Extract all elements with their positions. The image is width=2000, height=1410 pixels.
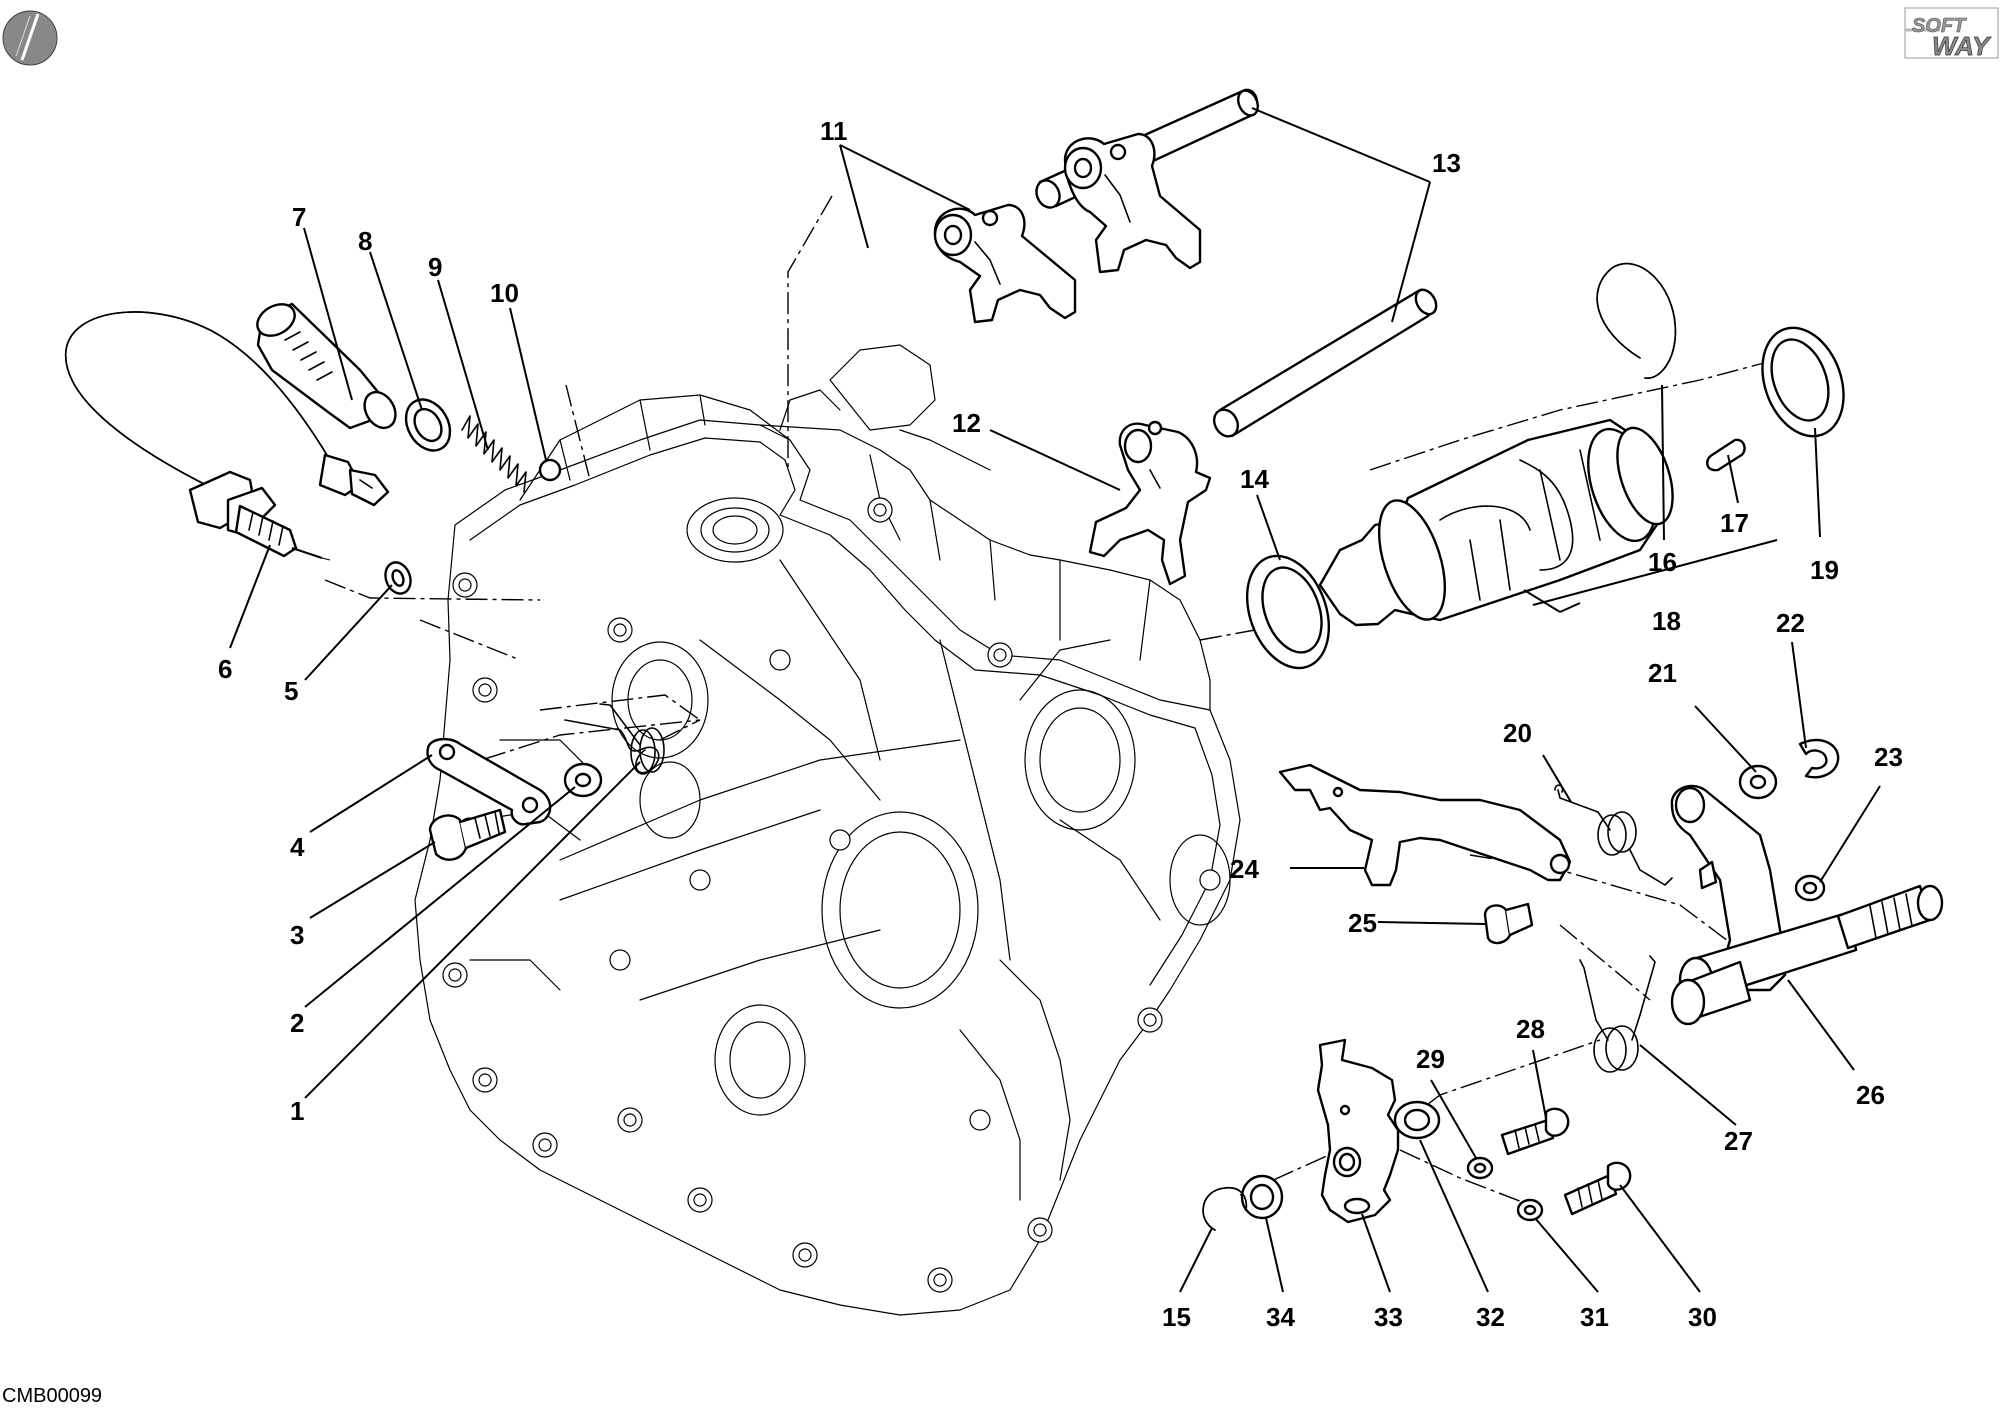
drawing-code: CMB00099 (2, 1385, 102, 1407)
logo-line2: WAY (1932, 31, 1992, 61)
locating-pin (1706, 438, 1746, 472)
selector-drum (1318, 418, 1674, 627)
callout-19: 19 (1810, 555, 1839, 585)
neutral-switch-body (256, 302, 397, 430)
detent-spring (461, 415, 527, 493)
callout-13: 13 (1432, 148, 1461, 178)
callout-25: 25 (1348, 908, 1377, 938)
callout-21: 21 (1648, 658, 1677, 688)
logo-line1: SOFT (1912, 15, 1967, 37)
shift-pawl-arm (1278, 763, 1572, 887)
plate-bolt-lower (1563, 1161, 1632, 1216)
callout-20: 20 (1503, 718, 1532, 748)
fork-shaft-lower (1212, 288, 1438, 438)
detent-ball (538, 458, 562, 482)
shift-fork-single (1088, 420, 1212, 586)
callout-26: 26 (1856, 1080, 1885, 1110)
callout-7: 7 (292, 202, 306, 232)
thrust-washer-left (1245, 554, 1331, 670)
callout-12: 12 (952, 408, 981, 438)
shaft-return-spring (1579, 955, 1656, 1073)
callout-29: 29 (1416, 1044, 1445, 1074)
hex-bolt (428, 808, 507, 861)
callout-15: 15 (1162, 1302, 1191, 1332)
circlip-drum (1596, 262, 1677, 379)
callout-22: 22 (1776, 608, 1805, 638)
callout-30: 30 (1688, 1302, 1717, 1332)
callout-5: 5 (284, 676, 298, 706)
leader-lines (229, 107, 1881, 1293)
callout-34: 34 (1266, 1302, 1295, 1332)
callout-9: 9 (428, 252, 442, 282)
callout-16: 16 (1648, 547, 1677, 577)
shift-fork-pair (933, 132, 1202, 324)
thrust-washer-right (1761, 326, 1845, 438)
callout-14: 14 (1240, 464, 1269, 494)
torsion-spring-small (564, 703, 665, 775)
callout-8: 8 (358, 226, 372, 256)
page-marker-icon (2, 10, 58, 66)
e-clip (1798, 738, 1840, 779)
shaft-washer (1738, 764, 1778, 800)
callout-24: 24 (1230, 854, 1259, 884)
callout-11: 11 (820, 116, 848, 146)
callout-3: 3 (290, 920, 304, 950)
softway-logo: SOFT WAY (1904, 7, 1999, 61)
callout-10: 10 (490, 278, 519, 308)
gearshift-shaft (1670, 784, 1944, 1026)
callout-33: 33 (1374, 1302, 1403, 1332)
callout-labels: 7 8 9 10 6 5 4 3 2 1 11 12 13 14 16 17 1… (218, 116, 1903, 1332)
callout-2: 2 (290, 1008, 304, 1038)
callout-1: 1 (290, 1096, 304, 1126)
bushing (1794, 874, 1826, 902)
callout-28: 28 (1516, 1014, 1545, 1044)
retaining-plate (426, 737, 552, 826)
circlip-plate (1202, 1186, 1248, 1231)
spacer-washer (1240, 1174, 1284, 1220)
callout-18: 18 (1652, 606, 1681, 636)
pawl-return-spring (1554, 784, 1673, 886)
callout-32: 32 (1476, 1302, 1505, 1332)
seal-washer (404, 398, 452, 452)
plate-washer-small (1466, 1156, 1494, 1180)
pawl-bolt (1483, 902, 1534, 945)
plate-bolt-upper (1500, 1107, 1570, 1156)
callout-31: 31 (1580, 1302, 1609, 1332)
callout-17: 17 (1720, 508, 1749, 538)
crankcase-half (414, 344, 1241, 1316)
callout-4: 4 (290, 832, 305, 862)
sensor-wire-harness (65, 311, 390, 507)
oil-pressure-sensor (188, 470, 331, 561)
callout-23: 23 (1874, 742, 1903, 772)
lower-washer (1516, 1198, 1544, 1222)
plate-washer (1393, 1100, 1441, 1140)
callout-6: 6 (218, 654, 232, 684)
callout-27: 27 (1724, 1126, 1753, 1156)
positioning-plate (1316, 1038, 1400, 1224)
